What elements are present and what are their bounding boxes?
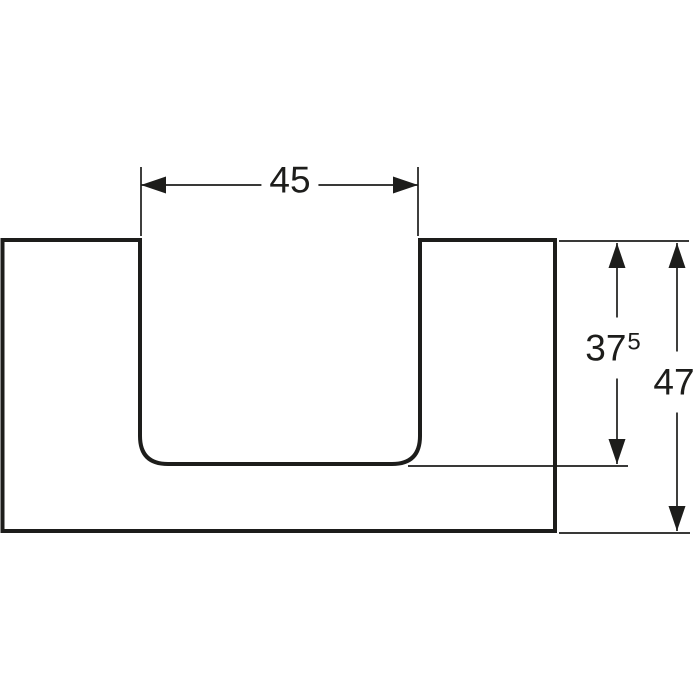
dimension-value-37: 37 [585, 327, 627, 369]
dimension-label-overall-depth: 47 [648, 351, 700, 413]
arrowhead-left-icon [141, 176, 166, 194]
dimension-label-cutout-width: 45 [261, 153, 319, 207]
dimension-label-cutout-depth: 375 [579, 317, 647, 379]
arrowhead-down-icon [608, 439, 626, 464]
dimension-value-47: 47 [653, 361, 695, 403]
arrowhead-up-icon [608, 243, 626, 268]
product-outline [0, 238, 557, 533]
arrowhead-up-icon [668, 243, 686, 268]
dimension-superscript-5: 5 [627, 328, 641, 356]
arrowhead-down-icon [668, 506, 686, 531]
arrowhead-right-icon [393, 176, 418, 194]
dimension-value-45: 45 [269, 159, 311, 201]
